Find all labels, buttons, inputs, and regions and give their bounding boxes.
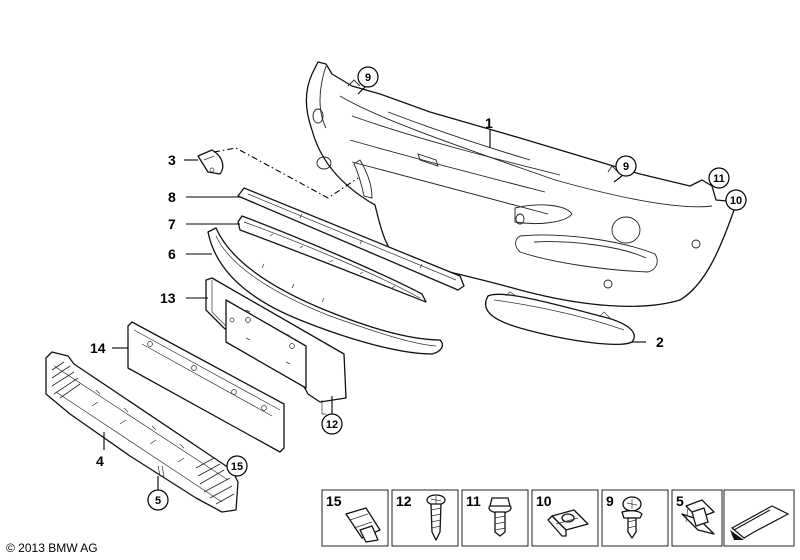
circled-ref-15: 15 <box>231 461 243 473</box>
circled-references: 9 9 11 10 12 15 5 <box>147 66 747 511</box>
screw-icon <box>426 494 446 541</box>
circled-ref-9a: 9 <box>365 72 371 84</box>
callout-14: 14 <box>90 340 106 356</box>
circled-ref-11: 11 <box>713 173 725 185</box>
cover-cap <box>197 149 224 175</box>
hex-bolt-icon <box>488 497 512 537</box>
circled-ref-9b: 9 <box>623 161 629 173</box>
bumper-cover <box>305 61 739 307</box>
circled-ref-5: 5 <box>155 495 161 507</box>
callout-3: 3 <box>168 152 176 168</box>
callout-2: 2 <box>656 334 664 350</box>
legend-label-11: 11 <box>466 493 481 509</box>
legend-label-10: 10 <box>536 493 552 509</box>
circled-ref-12: 12 <box>326 419 338 431</box>
legend-item-9: 9 <box>601 489 669 547</box>
legend-label-5: 5 <box>676 493 684 509</box>
license-plate-bracket <box>205 277 347 415</box>
callout-1: 1 <box>485 115 493 131</box>
nut-clip-icon <box>547 509 589 537</box>
arrow-head <box>730 530 744 540</box>
leader-lines <box>103 85 646 490</box>
arrow-icon <box>730 505 790 539</box>
spring-clip-icon <box>681 499 715 535</box>
plate-holder <box>127 321 285 453</box>
legend-label-15: 15 <box>326 493 342 509</box>
callout-7: 7 <box>168 216 176 232</box>
legend-item-12: 12 <box>391 489 459 547</box>
callout-6: 6 <box>168 246 176 262</box>
callout-8: 8 <box>168 189 176 205</box>
legend-item-10: 10 <box>531 489 599 547</box>
legend-item-15: 15 <box>321 489 389 547</box>
copyright-notice: © 2013 BMW AG <box>6 541 98 555</box>
legend-item-11: 11 <box>461 489 529 547</box>
direction-arrow-tile <box>723 489 795 547</box>
callout-4: 4 <box>96 453 104 469</box>
legend-label-12: 12 <box>396 493 412 509</box>
callout-13: 13 <box>160 290 176 306</box>
grille-strip-upper <box>237 187 465 291</box>
oval-head-screw-icon <box>621 496 643 539</box>
legend-item-5: 5 <box>671 489 723 547</box>
lower-grille <box>45 351 239 513</box>
spoiler-strip <box>207 227 444 355</box>
fastener-legend: 15 12 11 <box>321 489 795 547</box>
legend-label-9: 9 <box>606 493 614 509</box>
circled-ref-10: 10 <box>730 195 742 207</box>
callout-labels: 1 2 3 8 7 6 13 14 4 <box>90 115 664 469</box>
clip-fastener-icon <box>345 507 381 543</box>
grille-strip-middle <box>237 215 427 303</box>
